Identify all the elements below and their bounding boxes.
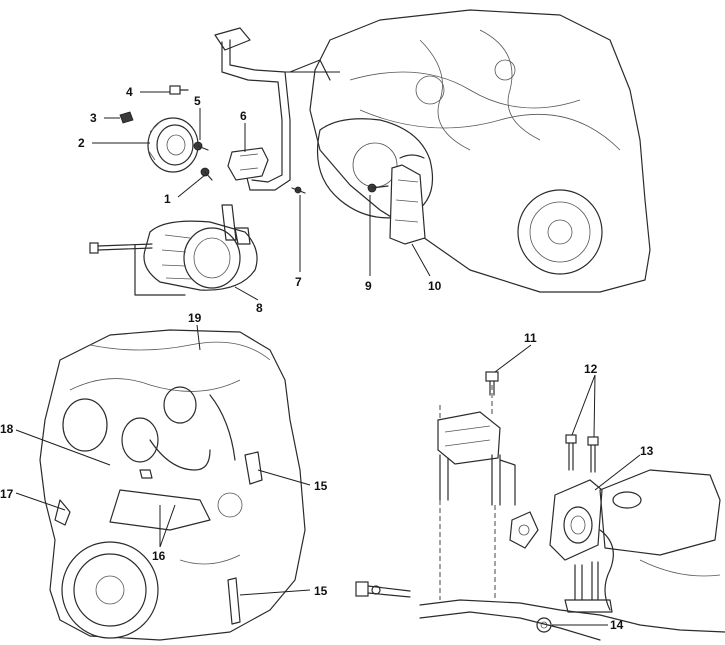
- ac-compressor: [134, 204, 258, 296]
- bolt-3: [119, 111, 134, 124]
- callout-14: 14: [610, 618, 624, 632]
- top-leaders: [92, 91, 431, 301]
- callout-6: 6: [240, 109, 247, 123]
- callout-8: 8: [256, 301, 263, 315]
- callout-labels: 1 2 3 4 5 6 7 8 9 10 11 12 13 14 15 15 1…: [0, 85, 654, 632]
- sensor-10: [389, 154, 426, 245]
- callout-7: 7: [295, 275, 302, 289]
- callout-18: 18: [0, 422, 14, 436]
- engine-mount-13: [509, 479, 603, 561]
- engine-block-top: [309, 9, 651, 293]
- compressor-pulley: [147, 117, 199, 173]
- bolt-9: [367, 183, 389, 193]
- callout-13: 13: [640, 444, 654, 458]
- top-engine-assembly: [89, 9, 651, 296]
- bolt-7: [291, 186, 306, 194]
- callout-11: 11: [524, 331, 537, 345]
- engine-block-left: [39, 329, 306, 641]
- pipe-bracket: [227, 147, 269, 181]
- engine-pulley-top: [517, 189, 603, 275]
- coolant-reservoir: [599, 469, 721, 556]
- bottom-left-leaders: [15, 324, 311, 596]
- bottom-left-engine: [39, 329, 306, 641]
- nut-14: [536, 617, 552, 633]
- bottom-right-mount: [355, 371, 725, 641]
- frame-rail: [419, 599, 725, 633]
- bolt-5: [193, 141, 209, 151]
- callout-16: 16: [152, 549, 166, 563]
- callout-9: 9: [365, 279, 372, 293]
- mount-long-bolt: [355, 581, 411, 598]
- callout-4: 4: [126, 85, 133, 99]
- bottom-right-leaders: [494, 344, 641, 626]
- callout-5: 5: [194, 94, 201, 108]
- bolt-1: [200, 167, 213, 181]
- callout-15-lower: 15: [314, 584, 328, 598]
- callout-17: 17: [0, 487, 14, 501]
- bolt-11: [485, 371, 499, 396]
- callout-12: 12: [584, 362, 598, 376]
- callout-1: 1: [164, 192, 171, 206]
- bolts-12: [565, 434, 599, 473]
- bolt-4: [169, 85, 189, 95]
- callout-2: 2: [78, 136, 85, 150]
- callout-3: 3: [90, 111, 97, 125]
- mount-bracket: [437, 411, 516, 506]
- ac-hose: [229, 39, 291, 191]
- compressor-long-bolt: [89, 242, 153, 254]
- callout-19: 19: [188, 311, 202, 325]
- crank-pulley: [61, 541, 159, 639]
- callout-10: 10: [428, 279, 442, 293]
- callout-15-upper: 15: [314, 479, 328, 493]
